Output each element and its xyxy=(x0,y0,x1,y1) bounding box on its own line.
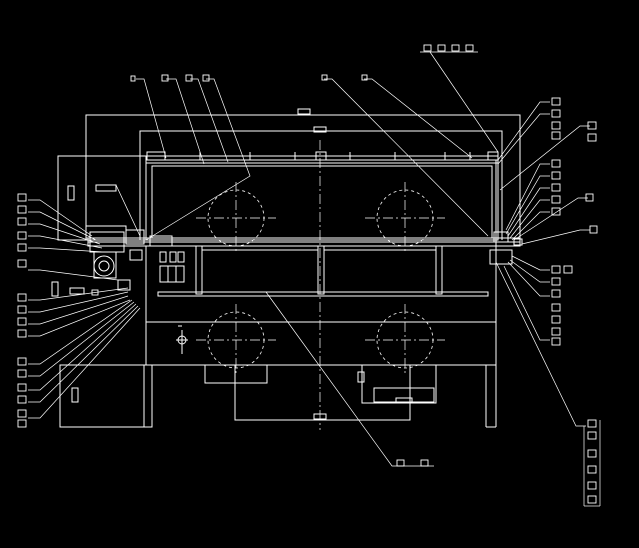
outer-housing xyxy=(85,108,521,240)
trough-tick-marks xyxy=(199,152,471,160)
leader-lines-right xyxy=(495,101,590,427)
upper-trough xyxy=(145,151,499,241)
callout-boxes-right xyxy=(551,97,601,507)
leader-lines-bottom xyxy=(265,291,434,467)
center-lines xyxy=(196,140,445,430)
rotor-circles xyxy=(207,189,434,369)
drive-motor-assembly xyxy=(51,155,185,403)
right-bearing xyxy=(489,160,513,265)
valve-symbol xyxy=(176,325,188,354)
lower-trough xyxy=(145,245,497,365)
callout-boxes-top xyxy=(130,44,474,467)
callout-boxes-left xyxy=(17,193,99,428)
leader-lines-top xyxy=(136,51,499,241)
leader-lines-left xyxy=(28,184,141,419)
base-frame xyxy=(59,364,497,428)
main-shaft xyxy=(87,237,523,247)
